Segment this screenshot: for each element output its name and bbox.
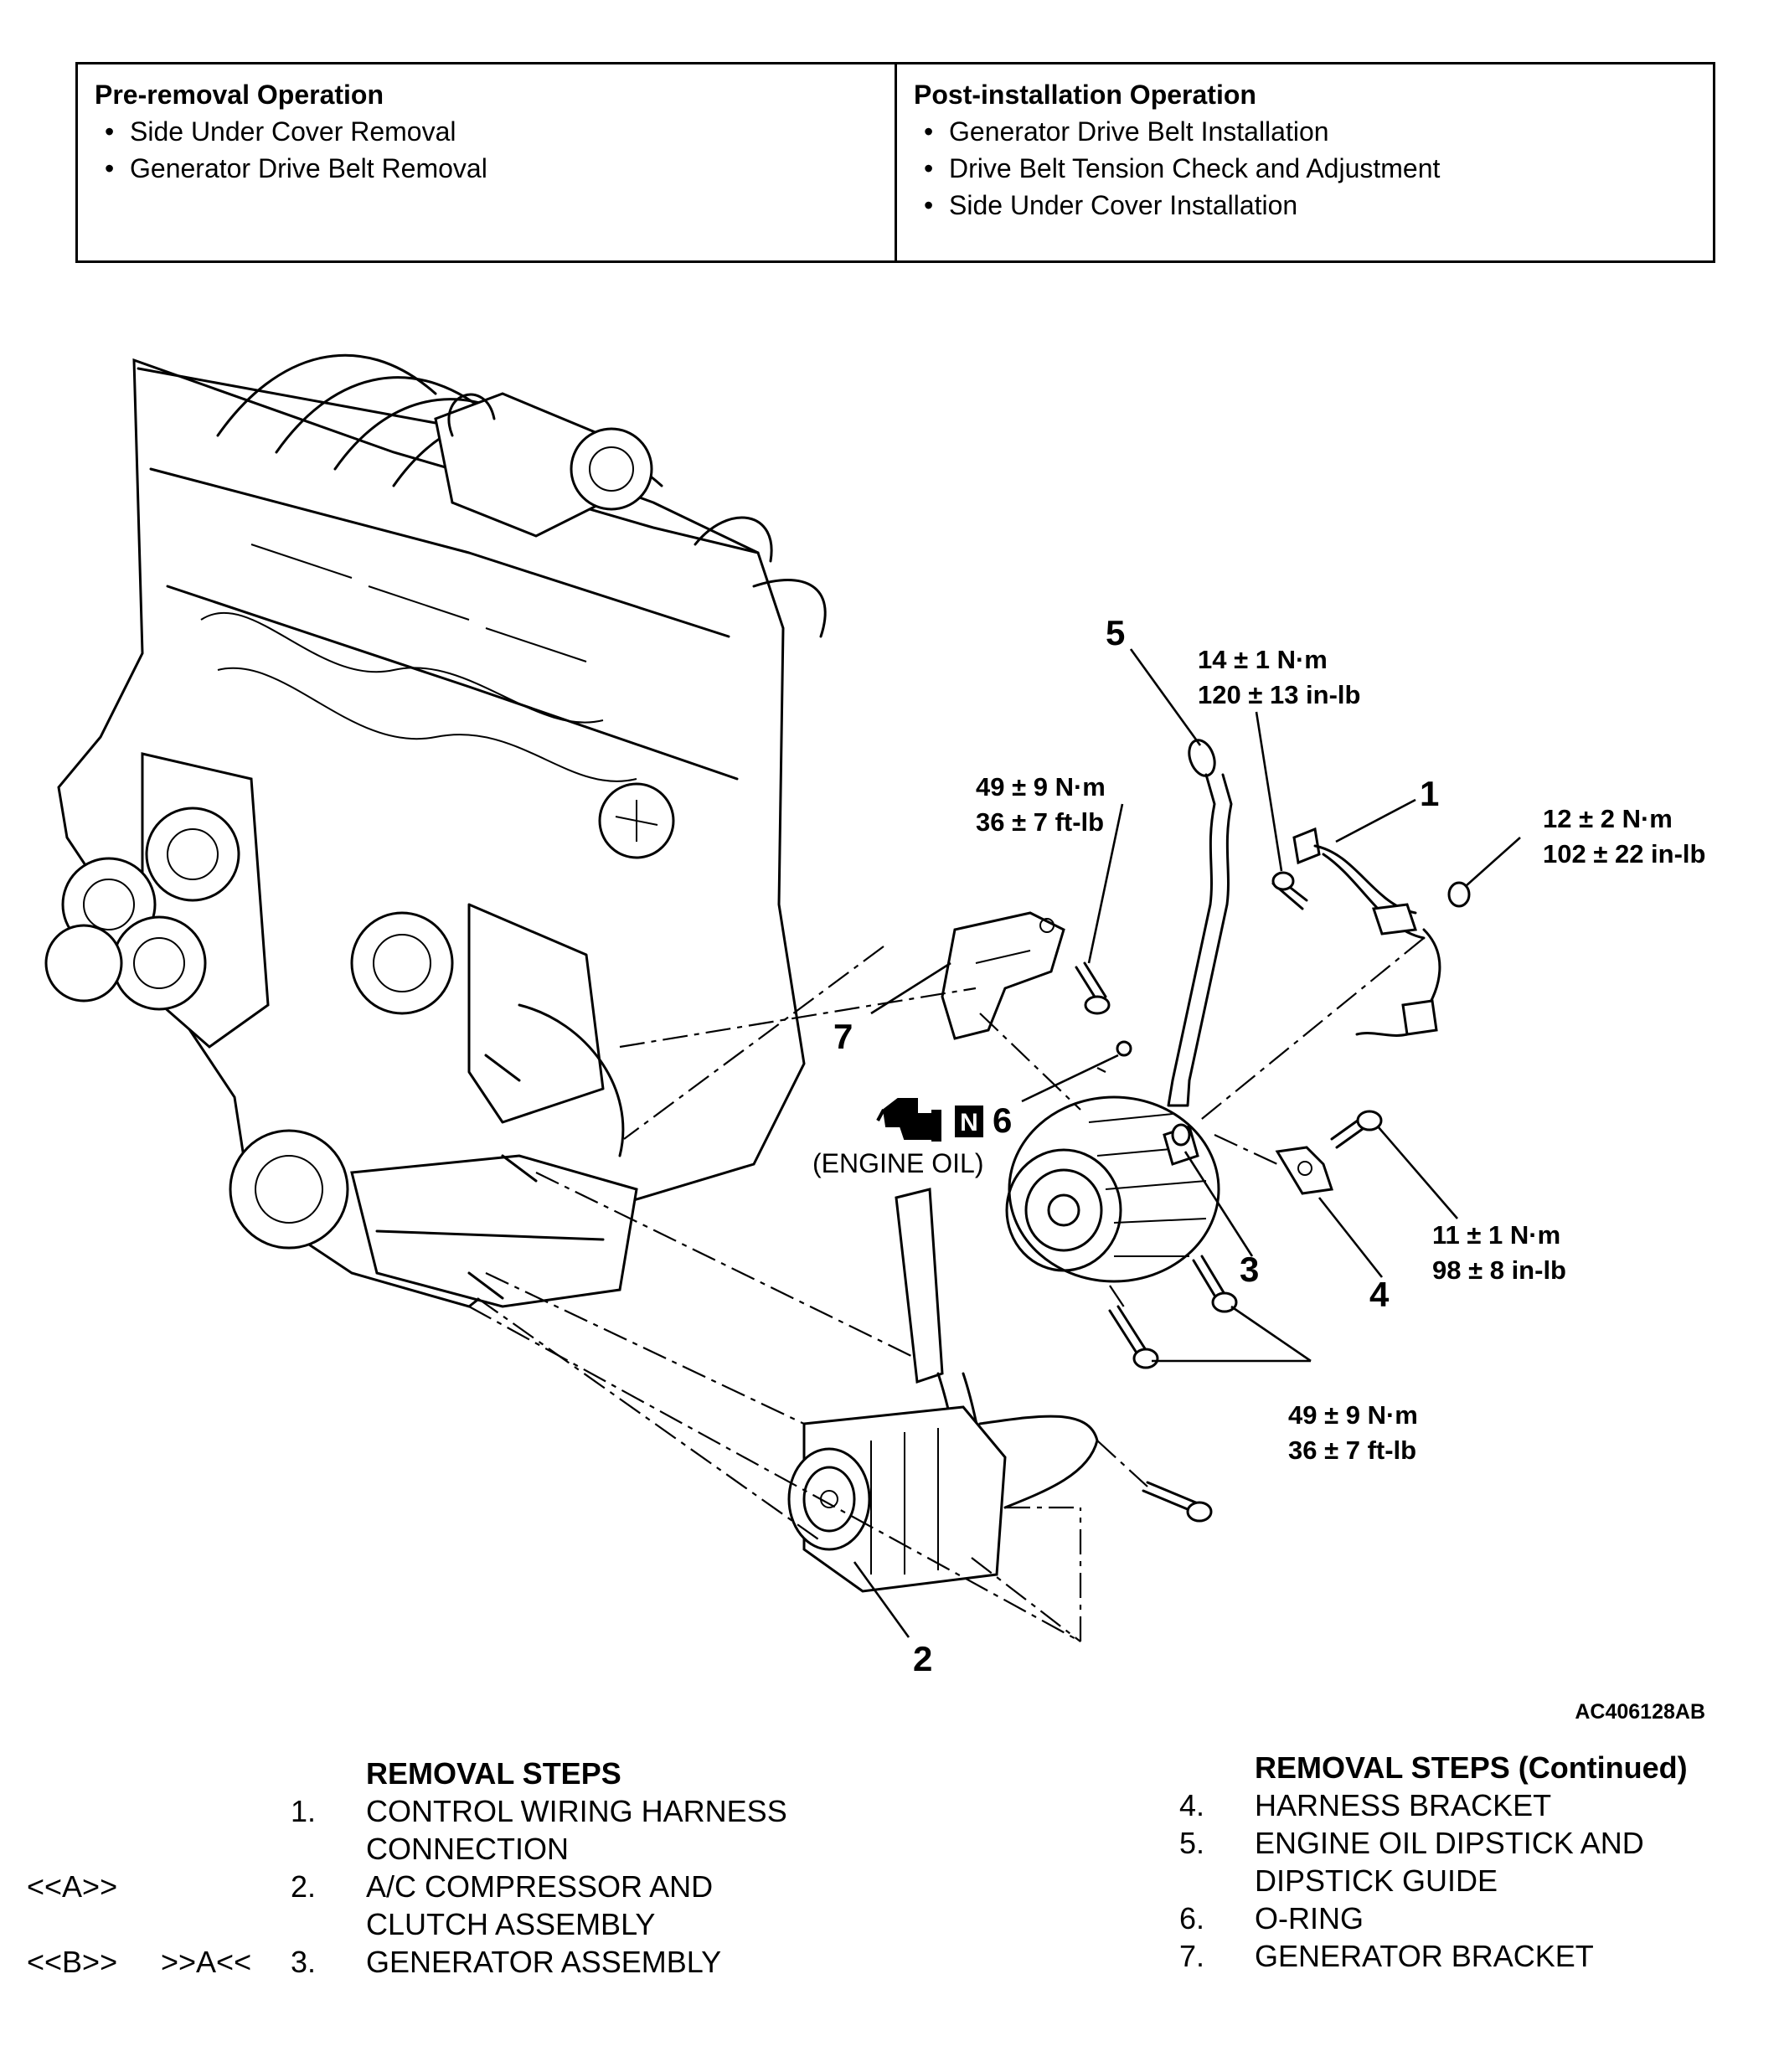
torque-harness-nut-nm: 12 ± 2 N·m [1543,804,1673,833]
list-item: Generator Drive Belt Installation [914,113,1696,150]
list-item: 6. O-RING [1179,1901,1364,1935]
install-mark: <<A>> [27,1869,118,1904]
list-item: <<A>> 2. A/C COMPRESSOR AND CLUTCH ASSEM… [27,1869,714,1941]
pre-removal-title: Pre-removal Operation [95,80,384,110]
list-item: 1. CONTROL WIRING HARNESS CONNECTION [291,1794,787,1866]
list-item: 4. HARNESS BRACKET [1179,1788,1552,1822]
operations-table: Pre-removal Operation Side Under Cover R… [75,62,1715,263]
torque-generator-bolts-nm: 49 ± 9 N·m [1288,1400,1418,1430]
generator-bracket-illustration [941,911,1132,1057]
torque-harness-nut-inlb: 102 ± 22 in-lb [1543,839,1705,868]
callout-3: 3 [1240,1250,1259,1289]
torque-generator-bolts-ftlb: 36 ± 7 ft-lb [1288,1435,1416,1465]
post-installation-title: Post-installation Operation [914,80,1256,110]
torque-harness-bolt-inlb: 120 ± 13 in-lb [1198,680,1360,709]
removal-steps-title: REMOVAL STEPS [366,1756,621,1791]
figure-id: AC406128AB [1575,1700,1705,1724]
install-mark: <<B>> [27,1945,118,1979]
pre-removal-list: Side Under Cover Removal Generator Drive… [95,113,878,187]
callout-1: 1 [1420,774,1439,813]
engine-oil-icon [876,1098,941,1142]
list-item: Drive Belt Tension Check and Adjustment [914,150,1696,187]
list-item: Side Under Cover Installation [914,187,1696,224]
callout-6: 6 [993,1100,1012,1140]
removal-steps-continued-title: REMOVAL STEPS (Continued) [1255,1750,1688,1785]
dipstick-illustration [1167,739,1233,1107]
removal-steps-left: REMOVAL STEPS 1. CONTROL WIRING HARNESS … [27,1755,852,1981]
engine-illustration [44,353,827,1308]
torque-harness-bolt-nm: 14 ± 1 N·m [1198,645,1328,674]
list-item: 5. ENGINE OIL DIPSTICK AND DIPSTICK GUID… [1179,1826,1644,1898]
ac-compressor-illustration [787,1188,1213,1593]
callout-2: 2 [913,1639,932,1678]
torque-harness-bracket-nm: 11 ± 1 N·m [1432,1220,1560,1250]
torque-harness-bracket-inlb: 98 ± 8 in-lb [1432,1255,1566,1285]
post-installation-column: Post-installation Operation Generator Dr… [897,64,1713,260]
engine-oil-label: (ENGINE OIL) [812,1148,983,1178]
callout-5: 5 [1106,613,1125,652]
harness-bracket-illustration [1275,1110,1383,1195]
callout-4: 4 [1369,1275,1390,1314]
pre-removal-column: Pre-removal Operation Side Under Cover R… [78,64,897,260]
removal-mark: >>A<< [161,1945,252,1979]
oil-badge: N [955,1106,983,1137]
alignment-lines [468,937,1425,1642]
oil-badge-letter: N [960,1109,978,1137]
generator-illustration [1005,1095,1238,1369]
list-item: Generator Drive Belt Removal [95,150,878,187]
list-item: Side Under Cover Removal [95,113,878,150]
callout-7: 7 [833,1017,853,1056]
leader-lines [853,648,1521,1638]
removal-steps-right: REMOVAL STEPS (Continued) 4. HARNESS BRA… [1179,1749,1774,1975]
torque-bracket-bolt-ftlb: 36 ± 7 ft-lb [976,807,1104,837]
torque-bracket-bolt-nm: 49 ± 9 N·m [976,772,1106,801]
list-item: <<B>> >>A<< 3. GENERATOR ASSEMBLY [27,1945,722,1979]
harness-connector-illustration [1271,827,1471,1037]
list-item: 7. GENERATOR BRACKET [1179,1939,1594,1973]
post-installation-list: Generator Drive Belt Installation Drive … [914,113,1696,224]
